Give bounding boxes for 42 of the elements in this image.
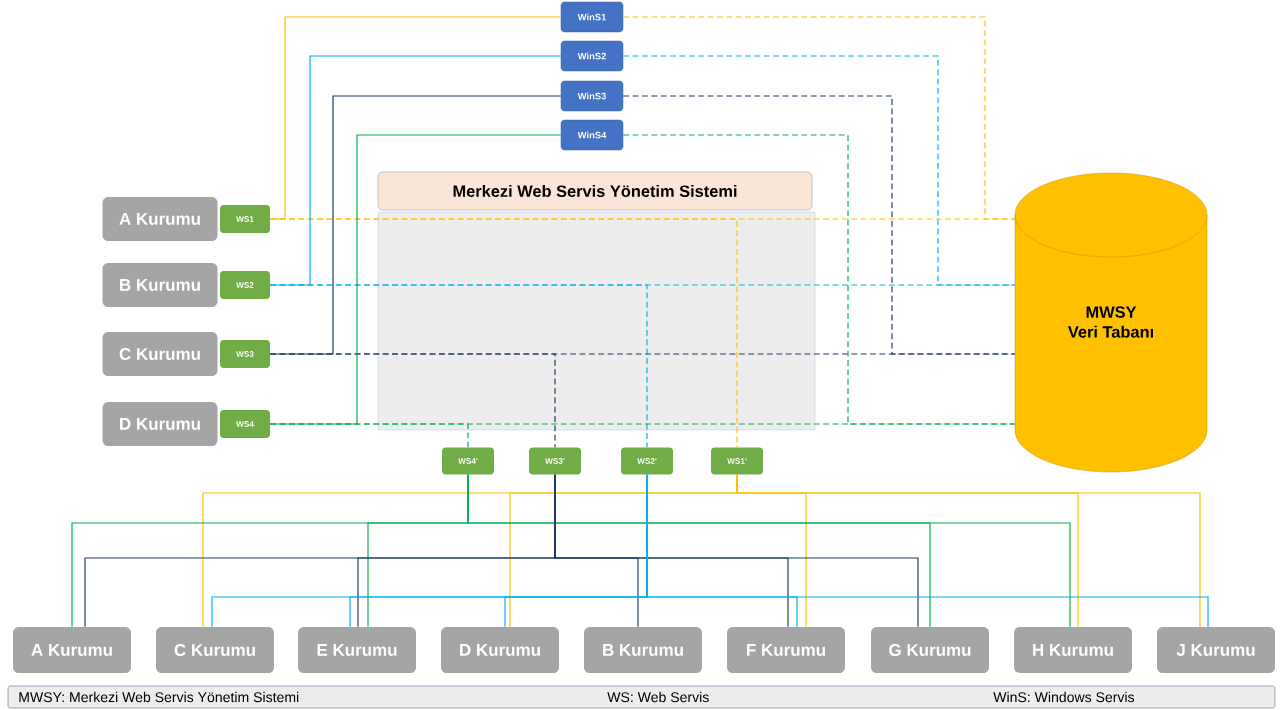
institution-box: C Kurumu	[102, 332, 218, 376]
connector-line	[269, 284, 648, 448]
service-box: WinS2	[560, 40, 624, 72]
service-box: WS3'	[529, 447, 581, 475]
institution-box: D Kurumu	[102, 402, 218, 446]
institution-box: A Kurumu	[102, 197, 218, 241]
institution-box: D Kurumu	[441, 627, 559, 673]
service-box: WS4'	[442, 447, 494, 475]
connector-line	[554, 474, 919, 628]
institution-box: B Kurumu	[102, 263, 218, 307]
service-box: WS3	[220, 340, 270, 368]
connector-line	[622, 55, 1016, 286]
connector-line	[467, 474, 1071, 628]
connector-line	[622, 16, 1016, 220]
service-box: WS2'	[621, 447, 673, 475]
connector-line	[269, 218, 738, 448]
connector-line	[622, 134, 1016, 425]
service-box: WS4	[220, 410, 270, 438]
connector-line	[622, 95, 1016, 355]
institution-box: A Kurumu	[13, 627, 131, 673]
connector-line	[646, 474, 1209, 628]
connector-line	[269, 353, 556, 448]
institution-box: J Kurumu	[1157, 627, 1275, 673]
service-box: WS2	[220, 271, 270, 299]
abbreviation-text: WinS: Windows Servis	[993, 691, 1135, 703]
service-box: WinS1	[560, 1, 624, 33]
institution-box: B Kurumu	[584, 627, 702, 673]
database-cylinder: MWSY Veri Tabanı	[1014, 172, 1208, 473]
connector-line	[736, 474, 1201, 628]
service-box: WS1	[220, 205, 270, 233]
institution-box: C Kurumu	[156, 627, 274, 673]
service-box: WinS4	[560, 119, 624, 151]
abbreviation-text: WS: Web Servis	[607, 691, 709, 703]
institution-box: H Kurumu	[1014, 627, 1132, 673]
institution-box: F Kurumu	[727, 627, 845, 673]
heading-box: Merkezi Web Servis Yönetim Sistemi	[377, 171, 813, 211]
abbreviation-text: MWSY: Merkezi Web Servis Yönetim Sistemi	[19, 691, 299, 703]
service-box: WinS3	[560, 80, 624, 112]
connector-line	[269, 423, 469, 448]
institution-box: G Kurumu	[871, 627, 989, 673]
institution-box: E Kurumu	[298, 627, 416, 673]
service-box: WS1'	[711, 447, 763, 475]
